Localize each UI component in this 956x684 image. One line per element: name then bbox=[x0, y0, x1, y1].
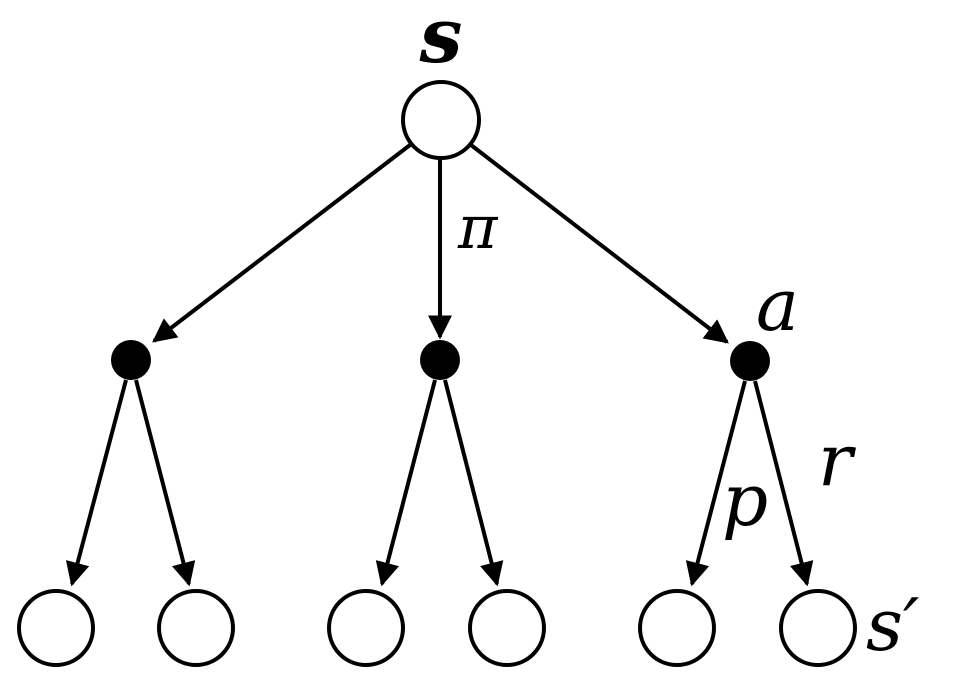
next-state-node-2 bbox=[157, 589, 235, 667]
action-node-left bbox=[111, 340, 151, 380]
root-state-label: s bbox=[419, 0, 463, 80]
transition-label: p bbox=[722, 458, 768, 542]
next-state-node-1 bbox=[17, 589, 95, 667]
next-state-node-3 bbox=[327, 589, 405, 667]
transition-edge-2 bbox=[134, 379, 196, 587]
policy-edge-right bbox=[469, 143, 729, 344]
action-node-middle bbox=[420, 340, 460, 380]
reward-label: r bbox=[818, 418, 856, 502]
next-state-node-4 bbox=[468, 589, 546, 667]
transition-edge-1 bbox=[65, 379, 128, 587]
root-state-node bbox=[401, 80, 481, 160]
next-state-node-5 bbox=[638, 589, 716, 667]
transition-edge-5 bbox=[685, 380, 747, 587]
transition-edge-6 bbox=[753, 380, 814, 587]
action-node-right bbox=[730, 341, 770, 381]
action-label: a bbox=[756, 263, 799, 347]
transition-edge-4 bbox=[443, 379, 504, 587]
policy-edge-left bbox=[152, 143, 412, 343]
transition-edge-3 bbox=[375, 379, 437, 587]
policy-label: π bbox=[457, 193, 499, 263]
next-state-label: s′ bbox=[866, 583, 919, 667]
next-state-node-6 bbox=[779, 589, 857, 667]
